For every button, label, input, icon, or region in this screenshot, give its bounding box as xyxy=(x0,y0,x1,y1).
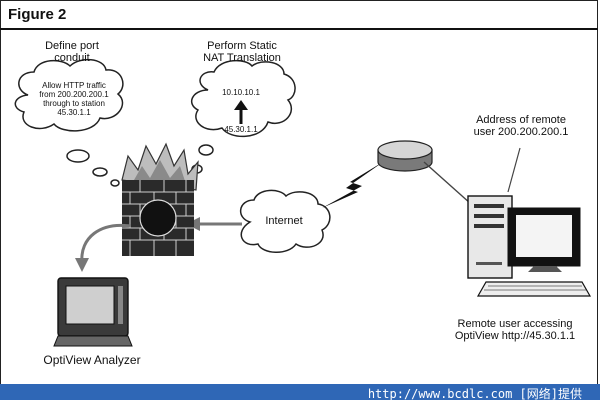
nat-heading-line-1: Perform Static xyxy=(207,40,277,52)
address-pointer-line xyxy=(507,147,521,193)
define-conduit-heading-line-1: Define port xyxy=(45,40,99,52)
internet-to-firewall-arrow xyxy=(186,217,242,231)
remote-user-label: Remote user accessing OptiView http://45… xyxy=(440,318,590,342)
figure-title: Figure 2 xyxy=(8,6,67,23)
nat-heading: Perform Static NAT Translation xyxy=(190,40,294,64)
define-conduit-heading-line-2: conduit xyxy=(54,52,90,64)
remote-address-line-2: user 200.200.200.1 xyxy=(473,126,569,138)
footer-bar: http://www.bcdlc.com [网络]提供 xyxy=(0,384,600,401)
define-conduit-text-line-2: from 200.200.200.1 xyxy=(39,90,109,99)
remote-user-line-2: OptiView http://45.30.1.1 xyxy=(454,330,576,342)
define-conduit-text: Allow HTTP traffic from 200.200.200.1 th… xyxy=(22,81,126,117)
define-conduit-text-line-3: through to station xyxy=(43,99,105,108)
firewall-icon xyxy=(121,142,199,256)
define-conduit-heading: Define port conduit xyxy=(22,40,122,64)
firewall-to-analyzer-arrow xyxy=(75,223,131,272)
lightning-bolt-icon xyxy=(322,160,386,208)
remote-user-line-1: Remote user accessing xyxy=(457,318,573,330)
title-rule xyxy=(0,28,598,30)
define-conduit-bubble xyxy=(14,58,124,187)
figure-frame xyxy=(0,0,598,384)
define-conduit-text-line-1: Allow HTTP traffic xyxy=(42,81,106,90)
nat-up-arrow xyxy=(234,100,248,124)
nat-heading-line-2: NAT Translation xyxy=(203,52,281,64)
internet-cloud xyxy=(240,189,331,253)
optiview-analyzer-label: OptiView Analyzer xyxy=(43,353,141,367)
internet-label: Internet xyxy=(265,215,303,227)
router-icon xyxy=(377,140,433,172)
nat-ip-top: 10.10.10.1 xyxy=(222,88,260,97)
remote-address-label: Address of remote user 200.200.200.1 xyxy=(468,114,574,138)
network-diagram xyxy=(14,58,592,347)
define-conduit-text-line-4: 45.30.1.1 xyxy=(57,108,91,117)
remote-address-line-1: Address of remote xyxy=(476,114,566,126)
optiview-analyzer-icon xyxy=(53,277,133,347)
nat-ip-bottom: 45.30.1.1 xyxy=(224,125,258,134)
remote-computer-icon xyxy=(467,195,592,297)
footer-url[interactable]: http://www.bcdlc.com [网络]提供 xyxy=(367,387,582,401)
